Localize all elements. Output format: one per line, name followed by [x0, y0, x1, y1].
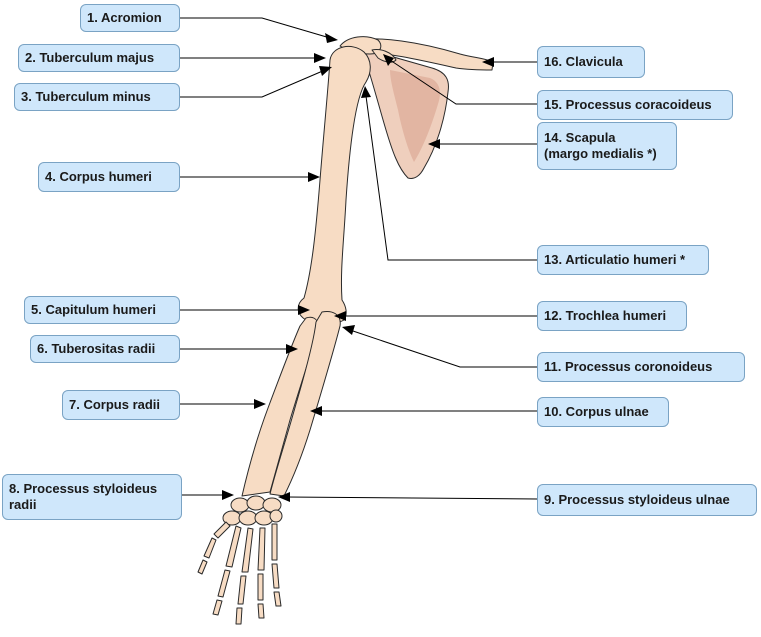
label-processus-coracoideus: 15. Processus coracoideus	[537, 90, 733, 120]
label-processus-styloideus-radii: 8. Processus styloideus radii	[2, 474, 182, 520]
label-acromion: 1. Acromion	[80, 4, 180, 32]
label-tuberositas-radii: 6. Tuberositas radii	[30, 335, 180, 363]
finger-bones	[197, 521, 282, 625]
label-tuberculum-majus: 2. Tuberculum majus	[18, 44, 180, 72]
arrow-heads	[222, 33, 494, 502]
scapula-shade	[390, 70, 440, 162]
label-scapula: 14. Scapula (margo medialis *)	[537, 122, 677, 170]
label-processus-coronoideus: 11. Processus coronoideus	[537, 352, 745, 382]
label-clavicula: 16. Clavicula	[537, 46, 645, 78]
label-tuberculum-minus: 3. Tuberculum minus	[14, 83, 180, 111]
label-trochlea-humeri: 12. Trochlea humeri	[537, 301, 687, 331]
ulna-bone	[269, 311, 341, 497]
leader-lines	[180, 17, 539, 500]
label-capitulum-humeri: 5. Capitulum humeri	[24, 296, 180, 324]
carpal-bones	[222, 495, 283, 526]
label-corpus-humeri: 4. Corpus humeri	[38, 162, 180, 192]
label-corpus-ulnae: 10. Corpus ulnae	[537, 397, 669, 427]
label-articulatio-humeri: 13. Articulatio humeri *	[537, 245, 709, 275]
label-corpus-radii: 7. Corpus radii	[62, 390, 180, 420]
humerus-bone	[297, 45, 371, 325]
label-processus-styloideus-ulnae: 9. Processus styloideus ulnae	[537, 484, 757, 516]
